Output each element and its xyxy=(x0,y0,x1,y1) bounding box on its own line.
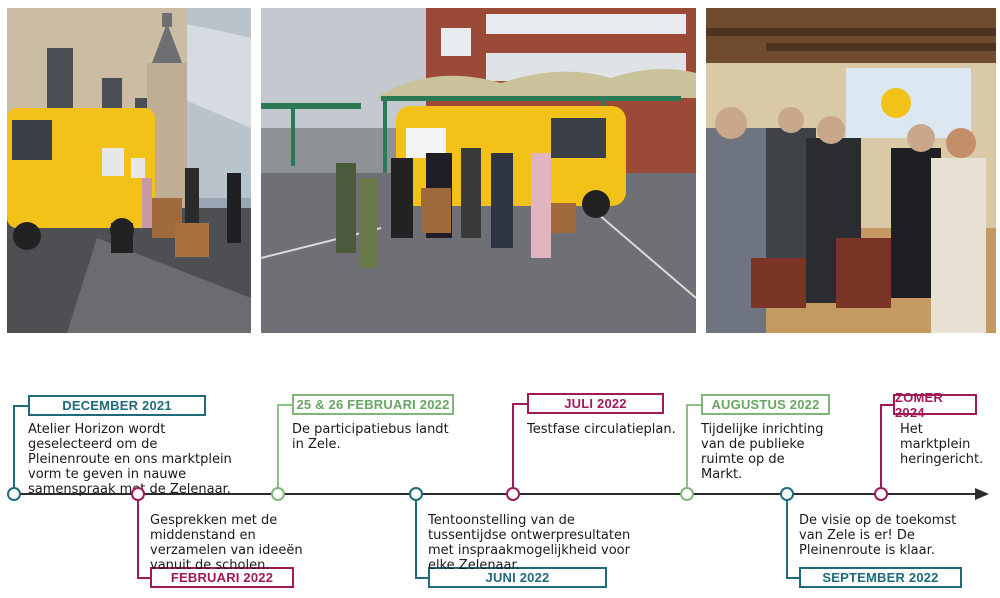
event-7-node xyxy=(780,487,794,501)
event-6-text: Tijdelijke inrichting van de publieke ru… xyxy=(701,422,824,482)
event-8-stem xyxy=(880,404,882,493)
event-3-node xyxy=(271,487,285,501)
event-8-connector xyxy=(880,404,894,406)
event-1-stem xyxy=(13,405,15,493)
event-7-date: SEPTEMBER 2022 xyxy=(799,567,962,588)
event-6-connector xyxy=(686,404,702,406)
timeline-arrow-icon xyxy=(975,488,989,500)
event-4-node xyxy=(409,487,423,501)
event-1-date: DECEMBER 2021 xyxy=(28,395,206,416)
event-5-text: Testfase circulatieplan. xyxy=(527,422,676,437)
event-6-stem xyxy=(686,404,688,493)
event-8-date: ZOMER 2024 xyxy=(893,390,977,420)
event-3-connector xyxy=(277,404,293,406)
event-2-node xyxy=(131,487,145,501)
photo-van-church-image xyxy=(7,8,251,333)
event-3-stem xyxy=(277,404,279,493)
event-2-connector xyxy=(137,577,151,579)
event-7-stem xyxy=(786,495,788,578)
event-7-connector xyxy=(786,577,800,579)
event-8-node xyxy=(874,487,888,501)
photo-town-hall-session-image xyxy=(706,8,996,333)
event-1-node xyxy=(7,487,21,501)
event-2-date: FEBRUARI 2022 xyxy=(150,567,294,588)
event-5-stem xyxy=(512,403,514,493)
event-5-node xyxy=(506,487,520,501)
timeline-axis xyxy=(14,493,978,495)
event-3-text: De participatiebus landt in Zele. xyxy=(292,422,449,452)
event-4-connector xyxy=(415,577,429,579)
event-1-connector xyxy=(13,405,29,407)
event-5-date: JULI 2022 xyxy=(527,393,664,414)
photo-town-hall-session xyxy=(706,8,996,333)
event-5-connector xyxy=(512,403,528,405)
event-8-text: Het marktplein heringericht. xyxy=(900,422,984,467)
event-2-stem xyxy=(137,495,139,578)
event-7-text: De visie op de toekomst van Zele is er! … xyxy=(799,513,957,558)
event-1-text: Atelier Horizon wordt geselecteerd om de… xyxy=(28,422,232,497)
event-6-date: AUGUSTUS 2022 xyxy=(701,394,830,415)
event-2-text: Gesprekken met de middenstand en verzame… xyxy=(150,513,303,573)
event-4-stem xyxy=(415,495,417,578)
photo-van-church xyxy=(7,8,251,333)
event-3-date: 25 & 26 FEBRUARI 2022 xyxy=(292,394,454,415)
event-4-text: Tentoonstelling van de tussentijdse ontw… xyxy=(428,513,631,573)
photo-participation-bus-image xyxy=(261,8,696,333)
event-4-date: JUNI 2022 xyxy=(428,567,607,588)
event-6-node xyxy=(680,487,694,501)
photo-participation-bus xyxy=(261,8,696,333)
